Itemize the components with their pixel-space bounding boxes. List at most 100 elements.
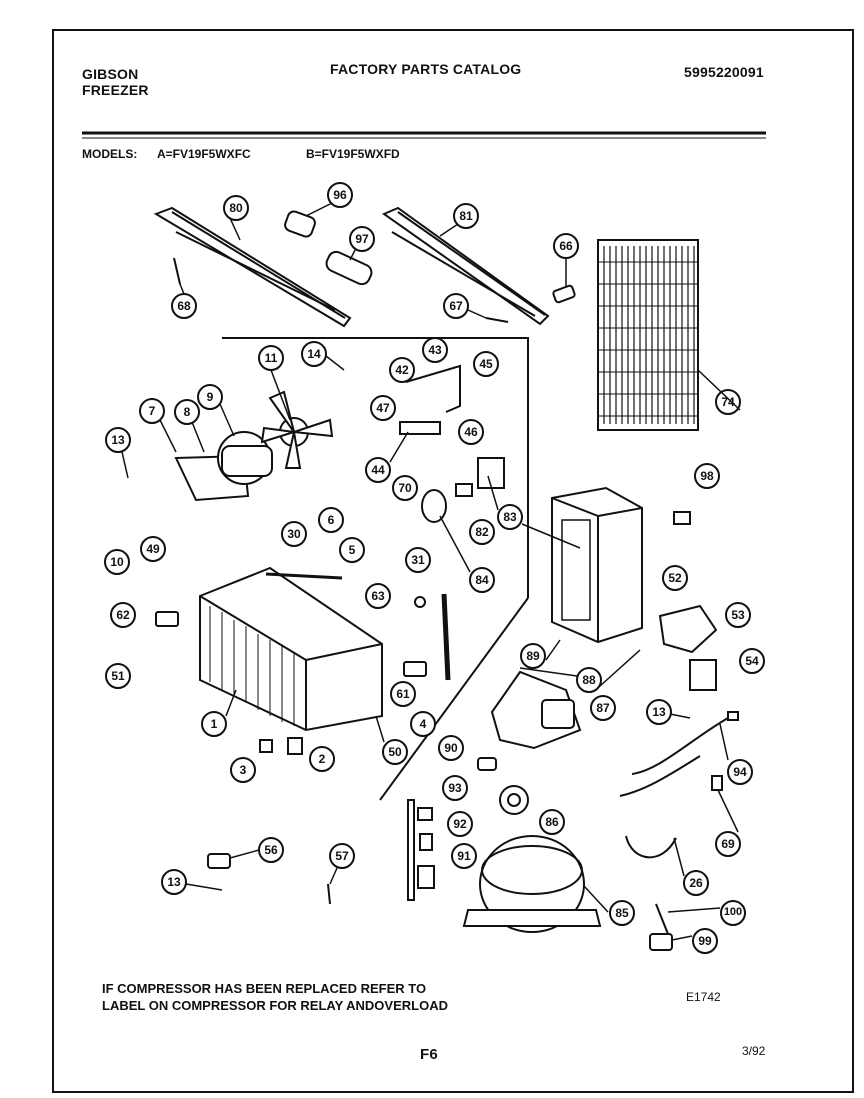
callout-52: [662, 565, 688, 591]
part-100: [655, 903, 669, 935]
callout-93: [442, 775, 468, 801]
callout-13: [105, 427, 131, 453]
callout-63: [365, 583, 391, 609]
callout-91: [451, 843, 477, 869]
condenser-1: [199, 566, 383, 732]
callout-6: [318, 507, 344, 533]
callout-83: [497, 504, 523, 530]
callout-label-43: 43: [428, 343, 442, 357]
callout-5: [339, 537, 365, 563]
callout-87: [590, 695, 616, 721]
callout-7: [139, 398, 165, 424]
callout-label-83: 83: [503, 510, 517, 524]
part-98: [673, 511, 691, 525]
callout-46: [458, 419, 484, 445]
callout-label-5: 5: [348, 543, 356, 557]
callout-label-92: 92: [453, 817, 467, 831]
callout-label-30: 30: [287, 527, 301, 541]
callout-label-74: 74: [721, 395, 735, 409]
callout-label-50: 50: [388, 745, 402, 759]
part-93: [417, 807, 433, 821]
callout-53: [725, 602, 751, 628]
model-a: A=FV19F5WXFC: [157, 147, 251, 161]
callout-label-53: 53: [731, 608, 745, 622]
part-82: [455, 483, 473, 497]
callout-62: [110, 602, 136, 628]
callout-99: [692, 928, 718, 954]
callout-47: [370, 395, 396, 421]
part-66: [552, 284, 576, 304]
callout-label-80: 80: [229, 201, 243, 215]
callout-label-96: 96: [333, 188, 347, 202]
callout-3: [230, 757, 256, 783]
callout-label-54: 54: [745, 654, 759, 668]
callout-label-87: 87: [596, 701, 610, 715]
callout-label-7: 7: [148, 404, 156, 418]
callout-14: [301, 341, 327, 367]
rail-81: [381, 206, 550, 326]
compressor-85: [462, 835, 602, 933]
callout-label-93: 93: [448, 781, 462, 795]
callout-label-56: 56: [264, 843, 278, 857]
part-54: [689, 659, 717, 691]
callout-label-61: 61: [396, 687, 410, 701]
callout-82: [469, 519, 495, 545]
part-3: [259, 739, 273, 753]
callout-label-99: 99: [698, 934, 712, 948]
wire-harness-94: [619, 711, 739, 797]
callout-balloons: [104, 182, 765, 954]
callout-label-98: 98: [700, 469, 714, 483]
callout-label-89: 89: [526, 649, 540, 663]
callout-label-81: 81: [459, 209, 473, 223]
compressor-note-line-2: LABEL ON COMPRESSOR FOR RELAY ANDOVERLOA…: [102, 998, 448, 1013]
callout-label-45: 45: [479, 357, 493, 371]
compartment-outline: [222, 337, 529, 801]
callout-13b: [646, 699, 672, 725]
callout-label-84: 84: [475, 573, 489, 587]
callout-61: [390, 681, 416, 707]
callout-label-94: 94: [733, 765, 747, 779]
rail-80: [153, 206, 352, 328]
part-97: [325, 250, 373, 286]
callout-label-8: 8: [183, 405, 191, 419]
callout-100: [720, 900, 746, 926]
part-92: [419, 833, 433, 851]
condenser-coil-74: [597, 239, 699, 431]
callout-label-57: 57: [335, 849, 349, 863]
callout-57: [329, 843, 355, 869]
part-68: [173, 257, 181, 285]
callout-label-13c: 13: [167, 875, 181, 889]
part-4: [441, 593, 451, 681]
callout-label-62: 62: [116, 608, 130, 622]
callout-94: [727, 759, 753, 785]
callout-88: [576, 667, 602, 693]
callout-84: [469, 567, 495, 593]
part-57: [327, 883, 331, 905]
callout-label-44: 44: [371, 463, 385, 477]
part-45: [405, 364, 461, 413]
part-90: [477, 757, 497, 771]
part-96: [284, 210, 316, 238]
part-62: [155, 611, 179, 627]
revision-date: 3/92: [742, 1044, 766, 1058]
callout-70: [392, 475, 418, 501]
callout-45: [473, 351, 499, 377]
callout-label-14: 14: [307, 347, 321, 361]
callout-label-13: 13: [111, 433, 125, 447]
callout-label-91: 91: [457, 849, 471, 863]
part-99: [649, 933, 673, 951]
callout-42: [389, 357, 415, 383]
callout-31: [405, 547, 431, 573]
callout-30: [281, 521, 307, 547]
page-number: F6: [420, 1046, 438, 1063]
callout-1: [201, 711, 227, 737]
callout-label-66: 66: [559, 239, 573, 253]
callout-74: [715, 389, 741, 415]
callout-43: [422, 337, 448, 363]
callout-label-42: 42: [395, 363, 409, 377]
callout-label-4: 4: [419, 717, 427, 731]
diagram-code: E1742: [686, 990, 721, 1004]
callout-10: [104, 549, 130, 575]
